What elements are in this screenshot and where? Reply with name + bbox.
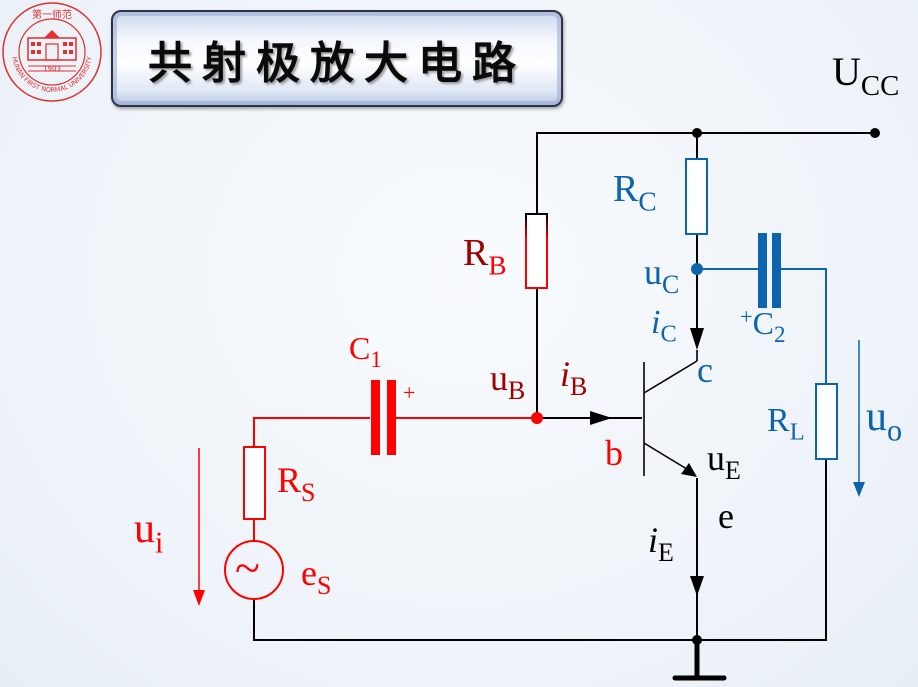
wire-input-top	[253, 417, 370, 447]
label-c1: C1	[349, 330, 382, 373]
ac-source-icon	[224, 540, 284, 600]
ie-arrow-icon	[690, 576, 704, 596]
emitter-arrow-icon	[681, 463, 697, 477]
label-ub: uB	[490, 358, 526, 406]
label-rb: RB	[463, 232, 507, 281]
wire-ground-rail	[253, 460, 827, 641]
label-ic: iC	[651, 304, 677, 348]
label-ucc: UCC	[832, 49, 900, 103]
wire-supply-rail	[536, 132, 875, 214]
ic-arrow-icon	[690, 328, 704, 350]
resistor-rc	[685, 158, 708, 235]
capacitor-c1-plate-right	[387, 380, 396, 455]
label-ui: ui	[134, 506, 164, 560]
label-ue: uE	[707, 438, 741, 486]
label-base: b	[605, 433, 623, 473]
university-logo: 1903 第一师范 HUNAN FIRST NORMAL UNIVERSITY	[2, 2, 102, 102]
label-rl: RL	[767, 402, 805, 446]
ac-source-tilde: ~	[235, 542, 260, 593]
capacitor-c2-plate-right	[772, 233, 781, 308]
label-rc: RC	[613, 168, 657, 217]
label-uo: uo	[866, 394, 903, 448]
page-title: 共射极放大电路	[148, 37, 526, 89]
node-supply	[692, 128, 702, 138]
capacitor-c1-plate-left	[371, 380, 380, 455]
uo-arrow-icon	[853, 482, 865, 497]
building-icon	[27, 30, 77, 72]
ucc-terminal	[870, 128, 880, 138]
node-collector	[691, 263, 703, 275]
node-base	[531, 412, 543, 424]
capacitor-c2-plate-left	[758, 233, 767, 308]
label-emitter: e	[718, 496, 734, 536]
wire-c2-to-rl	[781, 268, 827, 384]
node-ground	[692, 635, 702, 645]
logo-outer-ring	[2, 2, 102, 102]
label-c2: +C2	[740, 304, 786, 348]
logo-top-text: 第一师范	[32, 8, 72, 21]
ib-arrow-icon	[590, 411, 612, 425]
label-c1-plus: +	[403, 380, 416, 405]
label-ib: iB	[560, 354, 588, 402]
resistor-rl	[815, 383, 838, 460]
resistor-rb	[525, 213, 548, 289]
label-es: eS	[301, 553, 332, 601]
logo-year: 1903	[43, 65, 61, 73]
resistor-rs	[243, 446, 266, 520]
label-ie: iE	[648, 520, 674, 568]
transistor-npn	[643, 350, 698, 477]
title-banner: 共射极放大电路	[111, 10, 563, 107]
label-rs: RS	[277, 460, 316, 508]
ui-arrow-icon	[193, 590, 205, 606]
label-collector: c	[697, 350, 713, 390]
logo-inner-ring	[18, 18, 86, 86]
label-uc: uC	[644, 252, 680, 300]
transistor-collector-lead	[643, 360, 698, 394]
